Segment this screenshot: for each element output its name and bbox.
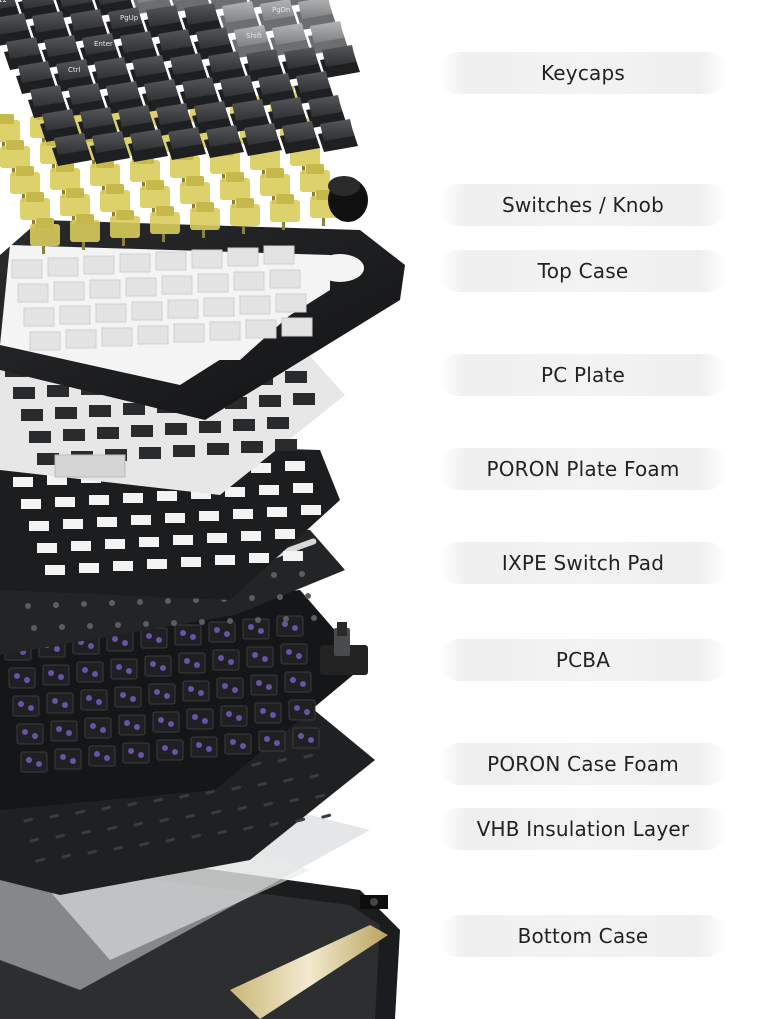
- label-text: PC Plate: [540, 363, 625, 387]
- pcb-socket: [110, 658, 138, 680]
- pcb-socket: [276, 615, 304, 637]
- label-top-case: Top Case: [438, 250, 728, 292]
- label-keycaps: Keycaps: [438, 52, 728, 94]
- keycaps-layer: F12DelHomePgUpPgDnEnterShiftCtrl: [0, 0, 360, 166]
- top-case-layer: [0, 220, 405, 420]
- label-poron-plate-foam: PORON Plate Foam: [438, 448, 728, 490]
- label-text: IXPE Switch Pad: [501, 551, 665, 575]
- pcb-socket: [122, 742, 150, 764]
- keycap-legend: Ctrl: [68, 66, 81, 74]
- keycap: [280, 121, 320, 154]
- switch: [110, 210, 140, 246]
- keycap-legend: F12: [0, 0, 7, 4]
- pcb-socket: [8, 667, 36, 689]
- pcb-socket: [208, 621, 236, 643]
- pcb-socket: [284, 671, 312, 693]
- keycap-legend: PgDn: [272, 6, 291, 14]
- pcb-socket: [118, 714, 146, 736]
- label-text: Keycaps: [540, 61, 626, 85]
- pcb-socket: [16, 723, 44, 745]
- keycap: [204, 125, 244, 158]
- switch: [190, 202, 220, 238]
- pcb-socket: [190, 736, 218, 758]
- pcb-socket: [144, 655, 172, 677]
- keycap-legend: Shift: [246, 32, 262, 40]
- pcb-socket: [50, 720, 78, 742]
- keycap: [52, 133, 92, 166]
- keycap: [320, 45, 360, 78]
- switch: [220, 172, 250, 208]
- pcb-socket: [250, 674, 278, 696]
- label-text: VHB Insulation Layer: [476, 817, 690, 841]
- label-text: PORON Case Foam: [487, 752, 679, 776]
- pcb-socket: [148, 683, 176, 705]
- label-text: Top Case: [537, 259, 629, 283]
- label-ixpe-switch-pad: IXPE Switch Pad: [438, 542, 728, 584]
- pcb-socket: [20, 751, 48, 773]
- keycap: [172, 0, 210, 12]
- keycap: [166, 127, 206, 160]
- keycap: [156, 29, 196, 62]
- pcb-socket: [106, 630, 134, 652]
- pcb-socket: [76, 661, 104, 683]
- keycap: [94, 0, 134, 16]
- label-switches-knob: Switches / Knob: [438, 184, 728, 226]
- pcb-socket: [174, 624, 202, 646]
- pcb-socket: [220, 705, 248, 727]
- pcb-socket: [178, 652, 206, 674]
- pcb-socket: [212, 649, 240, 671]
- keycap: Del: [133, 0, 172, 14]
- pcb-socket: [224, 733, 252, 755]
- label-text: PORON Plate Foam: [486, 457, 680, 481]
- keycap: [318, 119, 358, 152]
- pcb-socket: [42, 664, 70, 686]
- switch: [0, 114, 20, 150]
- pcb-socket: [258, 730, 286, 752]
- pcb-socket: [156, 739, 184, 761]
- pcb-socket: [292, 727, 320, 749]
- pcb-socket: [80, 689, 108, 711]
- keycap: [128, 129, 168, 162]
- encoder-icon: [320, 622, 368, 675]
- pcb-socket: [182, 680, 210, 702]
- switch: [230, 198, 260, 234]
- pcb-socket: [114, 686, 142, 708]
- switch: [30, 218, 60, 254]
- label-poron-case-foam: PORON Case Foam: [438, 743, 728, 785]
- pcb-socket: [280, 643, 308, 665]
- pcb-socket: [216, 677, 244, 699]
- pcb-socket: [54, 748, 82, 770]
- switch: [150, 206, 180, 242]
- label-text: PCBA: [555, 648, 611, 672]
- pcb-socket: [46, 692, 74, 714]
- pcb-socket: [88, 745, 116, 767]
- pcba-layer: [0, 590, 368, 810]
- pcb-socket: [186, 708, 214, 730]
- label-text: Bottom Case: [517, 924, 649, 948]
- label-pc-plate: PC Plate: [438, 354, 728, 396]
- keycap: [90, 131, 130, 164]
- switch: [60, 188, 90, 224]
- label-pcba: PCBA: [438, 639, 728, 681]
- pcb-socket: [246, 646, 274, 668]
- switch: [70, 214, 100, 250]
- keycap: [218, 75, 258, 108]
- pcb-socket: [12, 695, 40, 717]
- pcb-socket: [152, 711, 180, 733]
- knob-icon: [328, 176, 368, 222]
- pcb-socket: [140, 627, 168, 649]
- pcb-socket: [254, 702, 282, 724]
- keycap-legend: Enter: [94, 40, 113, 48]
- label-text: Switches / Knob: [501, 193, 665, 217]
- switch: [10, 166, 40, 202]
- pcb-socket: [288, 699, 316, 721]
- pcb-socket: [84, 717, 112, 739]
- switch: [270, 194, 300, 230]
- keycap-legend: PgUp: [120, 14, 139, 22]
- keycap: [242, 123, 282, 156]
- label-vhb-insulation-layer: VHB Insulation Layer: [438, 808, 728, 850]
- label-bottom-case: Bottom Case: [438, 915, 728, 957]
